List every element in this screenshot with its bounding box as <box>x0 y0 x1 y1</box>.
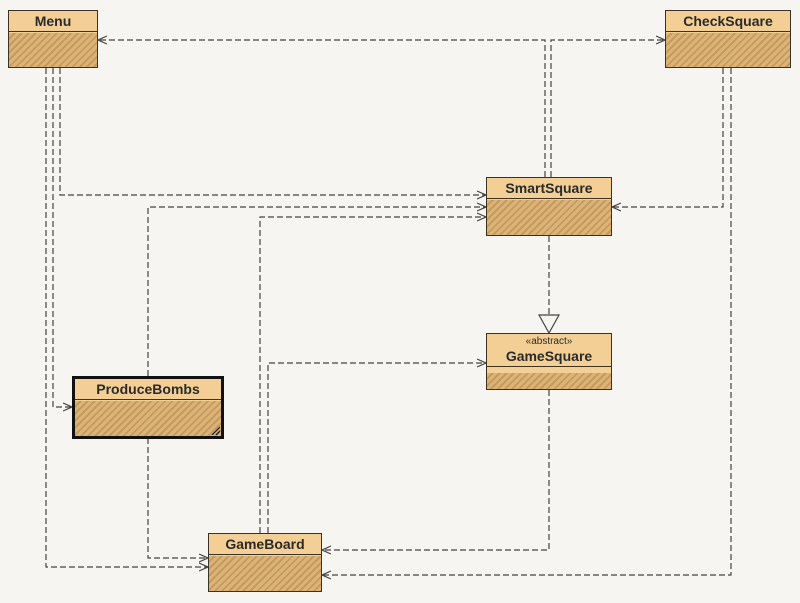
class-name: GameBoard <box>209 534 321 555</box>
edge-producebombs-to-gameboard[interactable] <box>147 438 208 558</box>
class-body <box>487 200 611 235</box>
edge-menu-to-producebombs[interactable] <box>52 68 72 407</box>
edge-gamesquare-to-gameboard[interactable] <box>322 390 550 550</box>
class-menu[interactable]: Menu <box>8 10 98 68</box>
resize-grip-icon[interactable] <box>210 425 220 435</box>
edge-producebombs-to-smartsquare[interactable] <box>147 207 486 376</box>
class-name: GameSquare <box>505 348 593 364</box>
class-body <box>666 33 790 67</box>
class-name: ProduceBombs <box>75 379 221 400</box>
edge-gameboard-to-smartsquare[interactable] <box>259 217 486 533</box>
class-producebombs[interactable]: ProduceBombs <box>72 376 224 439</box>
class-name: Menu <box>9 11 97 32</box>
edge-menu-to-gameboard[interactable] <box>45 68 208 567</box>
edge-smartsquare-to-menu[interactable] <box>98 40 546 177</box>
edge-smartsquare-to-checksquare[interactable] <box>550 40 665 177</box>
class-checksquare[interactable]: CheckSquare <box>665 10 791 68</box>
class-name: CheckSquare <box>666 11 790 32</box>
edge-gameboard-to-gamesquare[interactable] <box>267 363 486 533</box>
class-body <box>487 373 611 389</box>
class-body <box>9 33 97 67</box>
class-smartsquare[interactable]: SmartSquare <box>486 177 612 236</box>
class-name: SmartSquare <box>487 178 611 199</box>
class-body <box>75 401 221 436</box>
generalization-arrowhead <box>537 314 561 335</box>
edge-checksquare-to-smartsquare[interactable] <box>612 68 724 207</box>
class-gamesquare[interactable]: «abstract» GameSquare <box>486 333 612 390</box>
edge-checksquare-to-gameboard[interactable] <box>322 68 732 575</box>
class-gameboard[interactable]: GameBoard <box>208 533 322 592</box>
class-body <box>209 556 321 591</box>
stereotype-label: «abstract» <box>525 336 573 347</box>
edge-menu-to-smartsquare[interactable] <box>59 68 486 195</box>
class-header: «abstract» GameSquare <box>487 336 611 367</box>
